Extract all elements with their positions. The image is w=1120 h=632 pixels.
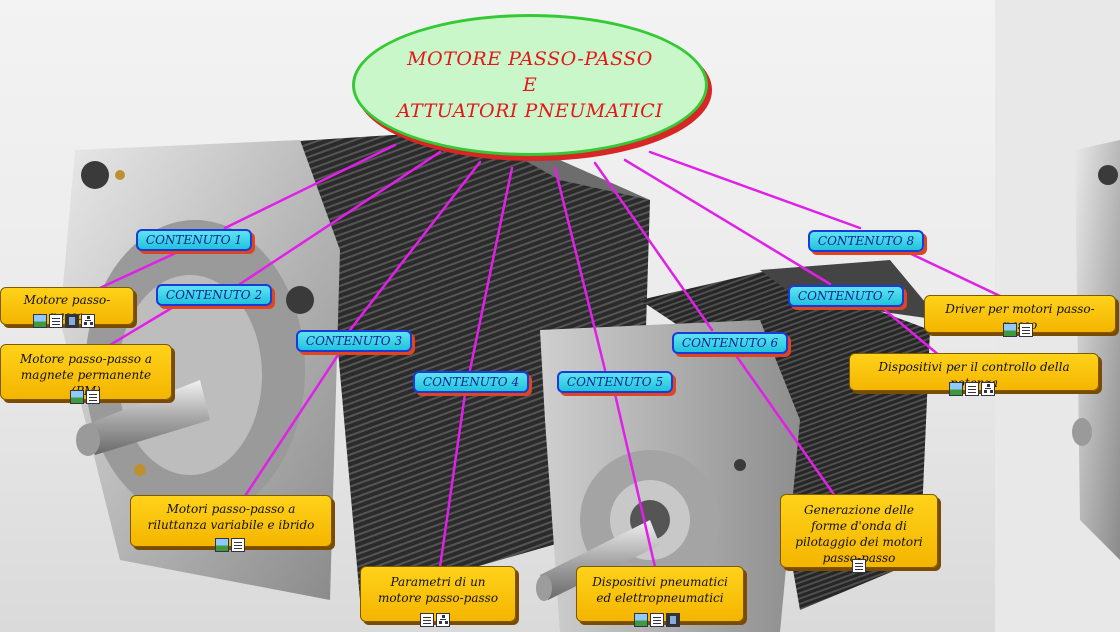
topic-dispositivi-pneumatici[interactable]: Dispositivi pneumatici ed elettropneumat… bbox=[576, 566, 744, 622]
topic-2-icons bbox=[70, 390, 100, 404]
document-icon[interactable] bbox=[650, 613, 664, 627]
link-c6-topic bbox=[733, 352, 837, 498]
central-topic[interactable]: MOTORE PASSO-PASSO E ATTUATORI PNEUMATIC… bbox=[352, 14, 708, 156]
topic-8-icons bbox=[1003, 323, 1033, 337]
content-node-5[interactable]: CONTENUTO 5 bbox=[557, 371, 673, 393]
document-icon[interactable] bbox=[86, 390, 100, 404]
central-topic-line-2: E bbox=[522, 74, 538, 96]
central-topic-line-1: MOTORE PASSO-PASSO bbox=[407, 48, 653, 70]
topic-4-icons bbox=[420, 613, 450, 627]
link-c3-topic bbox=[243, 350, 342, 498]
document-icon[interactable] bbox=[49, 314, 63, 328]
image-icon[interactable] bbox=[33, 314, 47, 328]
topic-label: Generazione delle forme d'onda di pilota… bbox=[795, 503, 923, 565]
topic-1-icons bbox=[33, 314, 95, 328]
link-c2-topic bbox=[108, 304, 177, 347]
topic-forme-d-onda[interactable]: Generazione delle forme d'onda di pilota… bbox=[780, 494, 938, 568]
topic-label: Motori passo-passo a riluttanza variabil… bbox=[147, 502, 315, 532]
large-motor-body bbox=[160, 130, 650, 600]
topic-3-icons bbox=[215, 538, 245, 552]
document-icon[interactable] bbox=[420, 613, 434, 627]
tree-icon[interactable] bbox=[436, 613, 450, 627]
link-center-c1 bbox=[223, 143, 397, 230]
content-node-3[interactable]: CONTENUTO 3 bbox=[296, 330, 412, 352]
content-node-4[interactable]: CONTENUTO 4 bbox=[413, 371, 529, 393]
link-c1-topic bbox=[98, 249, 182, 290]
link-center-c6 bbox=[593, 161, 714, 332]
image-icon[interactable] bbox=[1003, 323, 1017, 337]
link-c7-topic bbox=[878, 304, 942, 358]
content-node-1[interactable]: CONTENUTO 1 bbox=[136, 229, 252, 251]
content-node-7[interactable]: CONTENUTO 7 bbox=[788, 285, 904, 307]
topic-7-icons bbox=[949, 382, 995, 396]
topic-label: Dispositivi pneumatici ed elettropneumat… bbox=[592, 575, 728, 605]
document-icon[interactable] bbox=[1019, 323, 1033, 337]
image-icon[interactable] bbox=[70, 390, 84, 404]
link-c5-topic bbox=[613, 392, 657, 569]
central-topic-line-3: ATTUATORI PNEUMATICI bbox=[396, 100, 664, 122]
topic-parametri-motore[interactable]: Parametri di un motore passo-passo bbox=[360, 566, 516, 622]
content-node-2[interactable]: CONTENUTO 2 bbox=[156, 284, 272, 306]
image-icon[interactable] bbox=[215, 538, 229, 552]
document-icon[interactable] bbox=[965, 382, 979, 396]
link-center-c3 bbox=[348, 160, 482, 332]
topic-label: Parametri di un motore passo-passo bbox=[377, 575, 499, 605]
film-icon[interactable] bbox=[65, 314, 79, 328]
large-motor-shaft bbox=[85, 380, 210, 455]
topic-6-icons bbox=[852, 559, 866, 573]
tree-icon[interactable] bbox=[981, 382, 995, 396]
image-icon[interactable] bbox=[949, 382, 963, 396]
topic-5-icons bbox=[634, 613, 680, 627]
partial-motor-right bbox=[1075, 140, 1120, 560]
small-motor-shaft bbox=[540, 520, 660, 600]
link-center-c5 bbox=[553, 166, 607, 372]
link-center-c7 bbox=[623, 158, 832, 286]
content-node-6[interactable]: CONTENUTO 6 bbox=[672, 332, 788, 354]
content-node-8[interactable]: CONTENUTO 8 bbox=[808, 230, 924, 252]
image-icon[interactable] bbox=[634, 613, 648, 627]
film-icon[interactable] bbox=[666, 613, 680, 627]
document-icon[interactable] bbox=[852, 559, 866, 573]
link-c4-topic bbox=[438, 392, 467, 569]
document-icon[interactable] bbox=[231, 538, 245, 552]
tree-icon[interactable] bbox=[81, 314, 95, 328]
link-center-c2 bbox=[238, 150, 442, 286]
link-c8-topic bbox=[903, 249, 1002, 298]
link-center-c8 bbox=[648, 150, 862, 230]
link-center-c4 bbox=[468, 166, 514, 372]
